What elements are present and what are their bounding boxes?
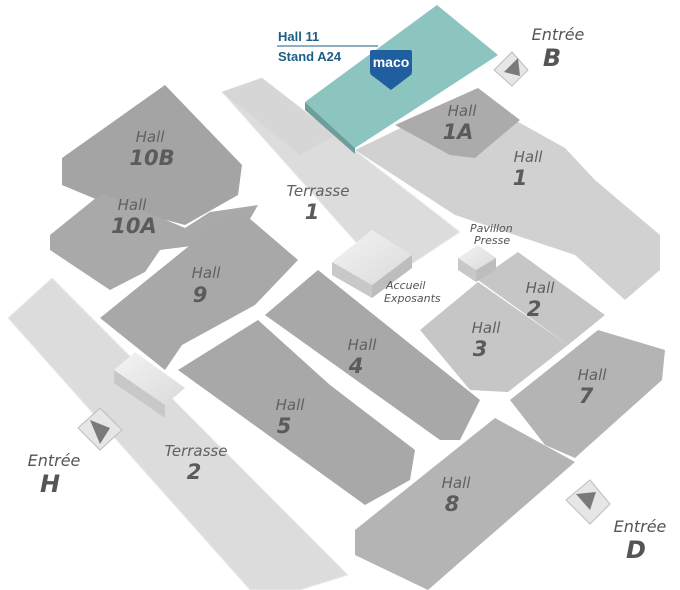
map-shape bbox=[458, 258, 476, 282]
map-shape bbox=[372, 255, 412, 298]
hall-8-num: 8 bbox=[445, 492, 460, 516]
map-shape bbox=[114, 352, 185, 405]
hall-10b-num: 10B bbox=[129, 146, 174, 170]
pavillon-label-line2: Presse bbox=[474, 234, 510, 247]
hall-1[interactable] bbox=[355, 95, 660, 300]
map-shape bbox=[370, 74, 412, 90]
stand-number-label: Stand A24 bbox=[278, 49, 342, 64]
map-shape bbox=[332, 262, 372, 298]
maco-logo: maco bbox=[370, 50, 412, 90]
stand-hall-label: Hall 11 bbox=[278, 29, 319, 44]
hall-1a-num: 1A bbox=[443, 120, 474, 144]
hall-1a[interactable] bbox=[395, 88, 520, 158]
map-shape bbox=[114, 370, 165, 418]
map-shape bbox=[332, 230, 412, 285]
hall-5-num: 5 bbox=[277, 414, 292, 438]
stand-callout: Hall 11 Stand A24 bbox=[277, 29, 378, 64]
hall-7-num: 7 bbox=[579, 384, 594, 408]
hall-2-num: 2 bbox=[527, 297, 542, 321]
pavillon-presse-building[interactable] bbox=[458, 245, 496, 282]
map-shape bbox=[90, 420, 110, 444]
hall-11-side bbox=[305, 102, 355, 154]
terrasse-2-num: 2 bbox=[187, 460, 202, 484]
hall-10b-word: Hall bbox=[136, 128, 166, 146]
hall-7-word: Hall bbox=[578, 366, 608, 384]
entrance-d-word: Entrée bbox=[614, 517, 667, 536]
hall-8[interactable] bbox=[355, 418, 575, 590]
hall-10a-word: Hall bbox=[118, 196, 148, 214]
maco-logo-text: maco bbox=[373, 54, 410, 70]
accueil-label-line1: Accueil bbox=[385, 279, 425, 292]
terrasse-1-strip bbox=[222, 78, 335, 155]
map-shape bbox=[504, 58, 520, 76]
hall-8-word: Hall bbox=[442, 474, 472, 492]
terrasse-2-word: Terrasse bbox=[165, 442, 228, 460]
hall-1a-word: Hall bbox=[448, 102, 478, 120]
hall-3-num: 3 bbox=[473, 337, 488, 361]
map-shape bbox=[370, 50, 412, 74]
hall-3-word: Hall bbox=[472, 319, 502, 337]
hall-5[interactable] bbox=[178, 320, 415, 505]
hall-4-word: Hall bbox=[348, 336, 378, 354]
hall-10b[interactable] bbox=[62, 85, 242, 225]
hall-9-annex-building bbox=[114, 352, 185, 418]
hall-7[interactable] bbox=[510, 330, 665, 458]
entrance-d-letter: D bbox=[626, 536, 646, 564]
entrance-d-marker[interactable] bbox=[565, 479, 611, 525]
hall-2-word: Hall bbox=[526, 279, 556, 297]
entrance-h-word: Entrée bbox=[28, 451, 81, 470]
hall-9[interactable] bbox=[100, 212, 298, 370]
hall-4-num: 4 bbox=[348, 354, 364, 378]
map-shape bbox=[476, 258, 496, 282]
map-shape bbox=[576, 492, 596, 510]
hall-9-num: 9 bbox=[193, 283, 208, 307]
terrasse-1-num: 1 bbox=[305, 200, 320, 224]
map-shape bbox=[458, 245, 496, 270]
terrasse-1-word: Terrasse bbox=[287, 182, 350, 200]
hall-10a[interactable] bbox=[50, 193, 258, 290]
pavillon-label-line1: Pavillon bbox=[470, 222, 513, 235]
hall-3[interactable] bbox=[420, 282, 568, 392]
hall-5-word: Hall bbox=[276, 396, 306, 414]
hall-4[interactable] bbox=[265, 270, 480, 440]
entrance-b-marker[interactable] bbox=[493, 51, 529, 87]
entrance-b-word: Entrée bbox=[532, 25, 585, 44]
entrance-h-letter: H bbox=[40, 470, 60, 498]
hall-1-word: Hall bbox=[514, 148, 544, 166]
accueil-exposants-building[interactable] bbox=[332, 230, 412, 298]
entrance-h-marker[interactable] bbox=[77, 407, 123, 451]
hall-9-word: Hall bbox=[192, 264, 222, 282]
hall-1-num: 1 bbox=[513, 166, 528, 190]
accueil-label-line2: Exposants bbox=[384, 292, 441, 305]
entrance-b-letter: B bbox=[543, 44, 561, 72]
hall-2[interactable] bbox=[478, 252, 605, 345]
hall-10a-num: 10A bbox=[111, 214, 156, 238]
terrasse-2-area[interactable] bbox=[7, 277, 349, 590]
